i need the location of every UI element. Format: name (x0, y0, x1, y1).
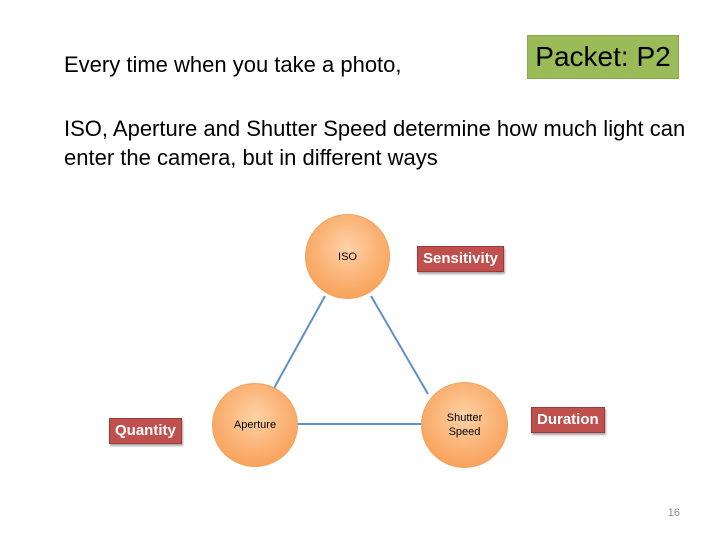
body-text: ISO, Aperture and Shutter Speed determin… (64, 116, 686, 170)
aperture-node: Aperture (212, 383, 298, 467)
iso-node-label: ISO (338, 250, 357, 263)
sensitivity-label: Sensitivity (417, 246, 505, 272)
aperture-node-label: Aperture (233, 419, 277, 431)
page-number: 16 (667, 507, 680, 519)
iso-node: ISO (305, 214, 390, 299)
connector-iso-shutter (370, 295, 429, 395)
shutter-speed-node-label-line1: Shutter (446, 412, 483, 424)
connector-iso-aperture (272, 295, 326, 391)
duration-label: Duration (531, 407, 605, 433)
shutter-speed-node: Shutter Speed (421, 382, 508, 468)
packet-badge: Packet: P2 (527, 35, 679, 79)
quantity-label: Quantity (109, 418, 182, 444)
shutter-speed-node-label-line2: Speed (448, 426, 481, 438)
intro-text: Every time when you take a photo, (64, 52, 402, 77)
